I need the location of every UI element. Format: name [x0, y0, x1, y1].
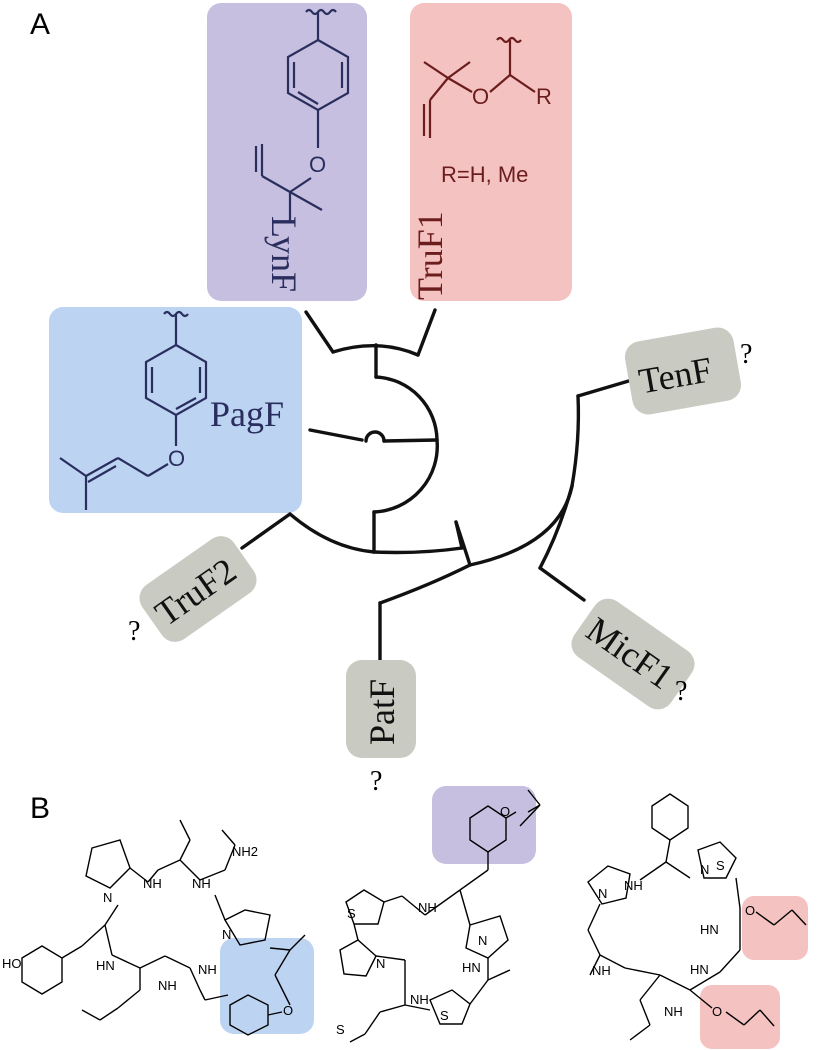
truf1-substituent: R=H, Me [441, 162, 528, 187]
truf1-structure [422, 36, 536, 138]
right-n-2: N [598, 886, 607, 901]
left-nh2: NH2 [232, 844, 258, 859]
right-s: S [716, 858, 725, 873]
lynf-structure [254, 8, 350, 222]
mid-n-2: N [376, 956, 385, 971]
left-ho: HO [2, 956, 22, 971]
lynf-highlight [432, 786, 536, 864]
truf1-highlight-2 [700, 985, 780, 1049]
truf1-oxygen: O [472, 84, 489, 109]
tenf-leaf: TenF [624, 327, 742, 415]
truf1-r-group: R [536, 84, 552, 109]
mid-o: O [500, 804, 510, 819]
structure-right [587, 793, 807, 1041]
structure-left [21, 819, 306, 1036]
right-nh-3: NH [664, 1004, 683, 1019]
phylogenetic-tree [240, 308, 634, 662]
right-o-2: O [712, 1004, 722, 1019]
mid-nh-2: NH [410, 992, 429, 1007]
patf-unknown-mark: ? [370, 766, 382, 797]
mid-s-2: S [440, 1008, 449, 1023]
pagf-highlight [220, 938, 314, 1034]
micf1-unknown-mark: ? [675, 676, 687, 707]
right-o-1: O [745, 903, 755, 918]
lynf-oxygen: O [309, 152, 326, 177]
right-nh-1: NH [624, 878, 643, 893]
left-nh-1: NH [158, 978, 177, 993]
right-n-1: N [700, 862, 709, 877]
structure-middle [339, 789, 541, 1043]
left-nh-2: NH [143, 876, 162, 891]
left-nh-4: NH [198, 962, 217, 977]
patf-label: PatF [362, 679, 402, 745]
left-o: O [283, 1003, 293, 1018]
mid-s-3: S [336, 1022, 345, 1037]
mid-nh-1: NH [418, 900, 437, 915]
right-hn-1: HN [700, 922, 719, 937]
pagf-label: PagF [210, 394, 284, 434]
left-n-2: N [222, 927, 231, 942]
mid-hn-1: HN [462, 960, 481, 975]
mid-n-1: N [478, 933, 487, 948]
right-nh-2: NH [592, 963, 611, 978]
truf2-unknown-mark: ? [128, 616, 140, 647]
pagf-structure [59, 310, 208, 510]
truf1-highlight-1 [742, 896, 808, 960]
mid-s-1: S [347, 906, 356, 921]
left-n-1: N [103, 890, 112, 905]
left-nh-3: NH [192, 876, 211, 891]
right-hn-2: HN [690, 962, 709, 977]
panel-label-a: A [30, 8, 50, 41]
panel-label-b: B [30, 792, 50, 825]
patf-leaf: PatF [346, 660, 416, 758]
left-hn-1: HN [96, 958, 115, 973]
lynf-box [207, 3, 367, 301]
lynf-label: LynF [264, 216, 304, 292]
truf1-label: TruF1 [410, 211, 450, 300]
pagf-oxygen: O [168, 446, 185, 471]
micf1-leaf: MicF1 [571, 598, 695, 710]
tenf-unknown-mark: ? [740, 339, 752, 370]
